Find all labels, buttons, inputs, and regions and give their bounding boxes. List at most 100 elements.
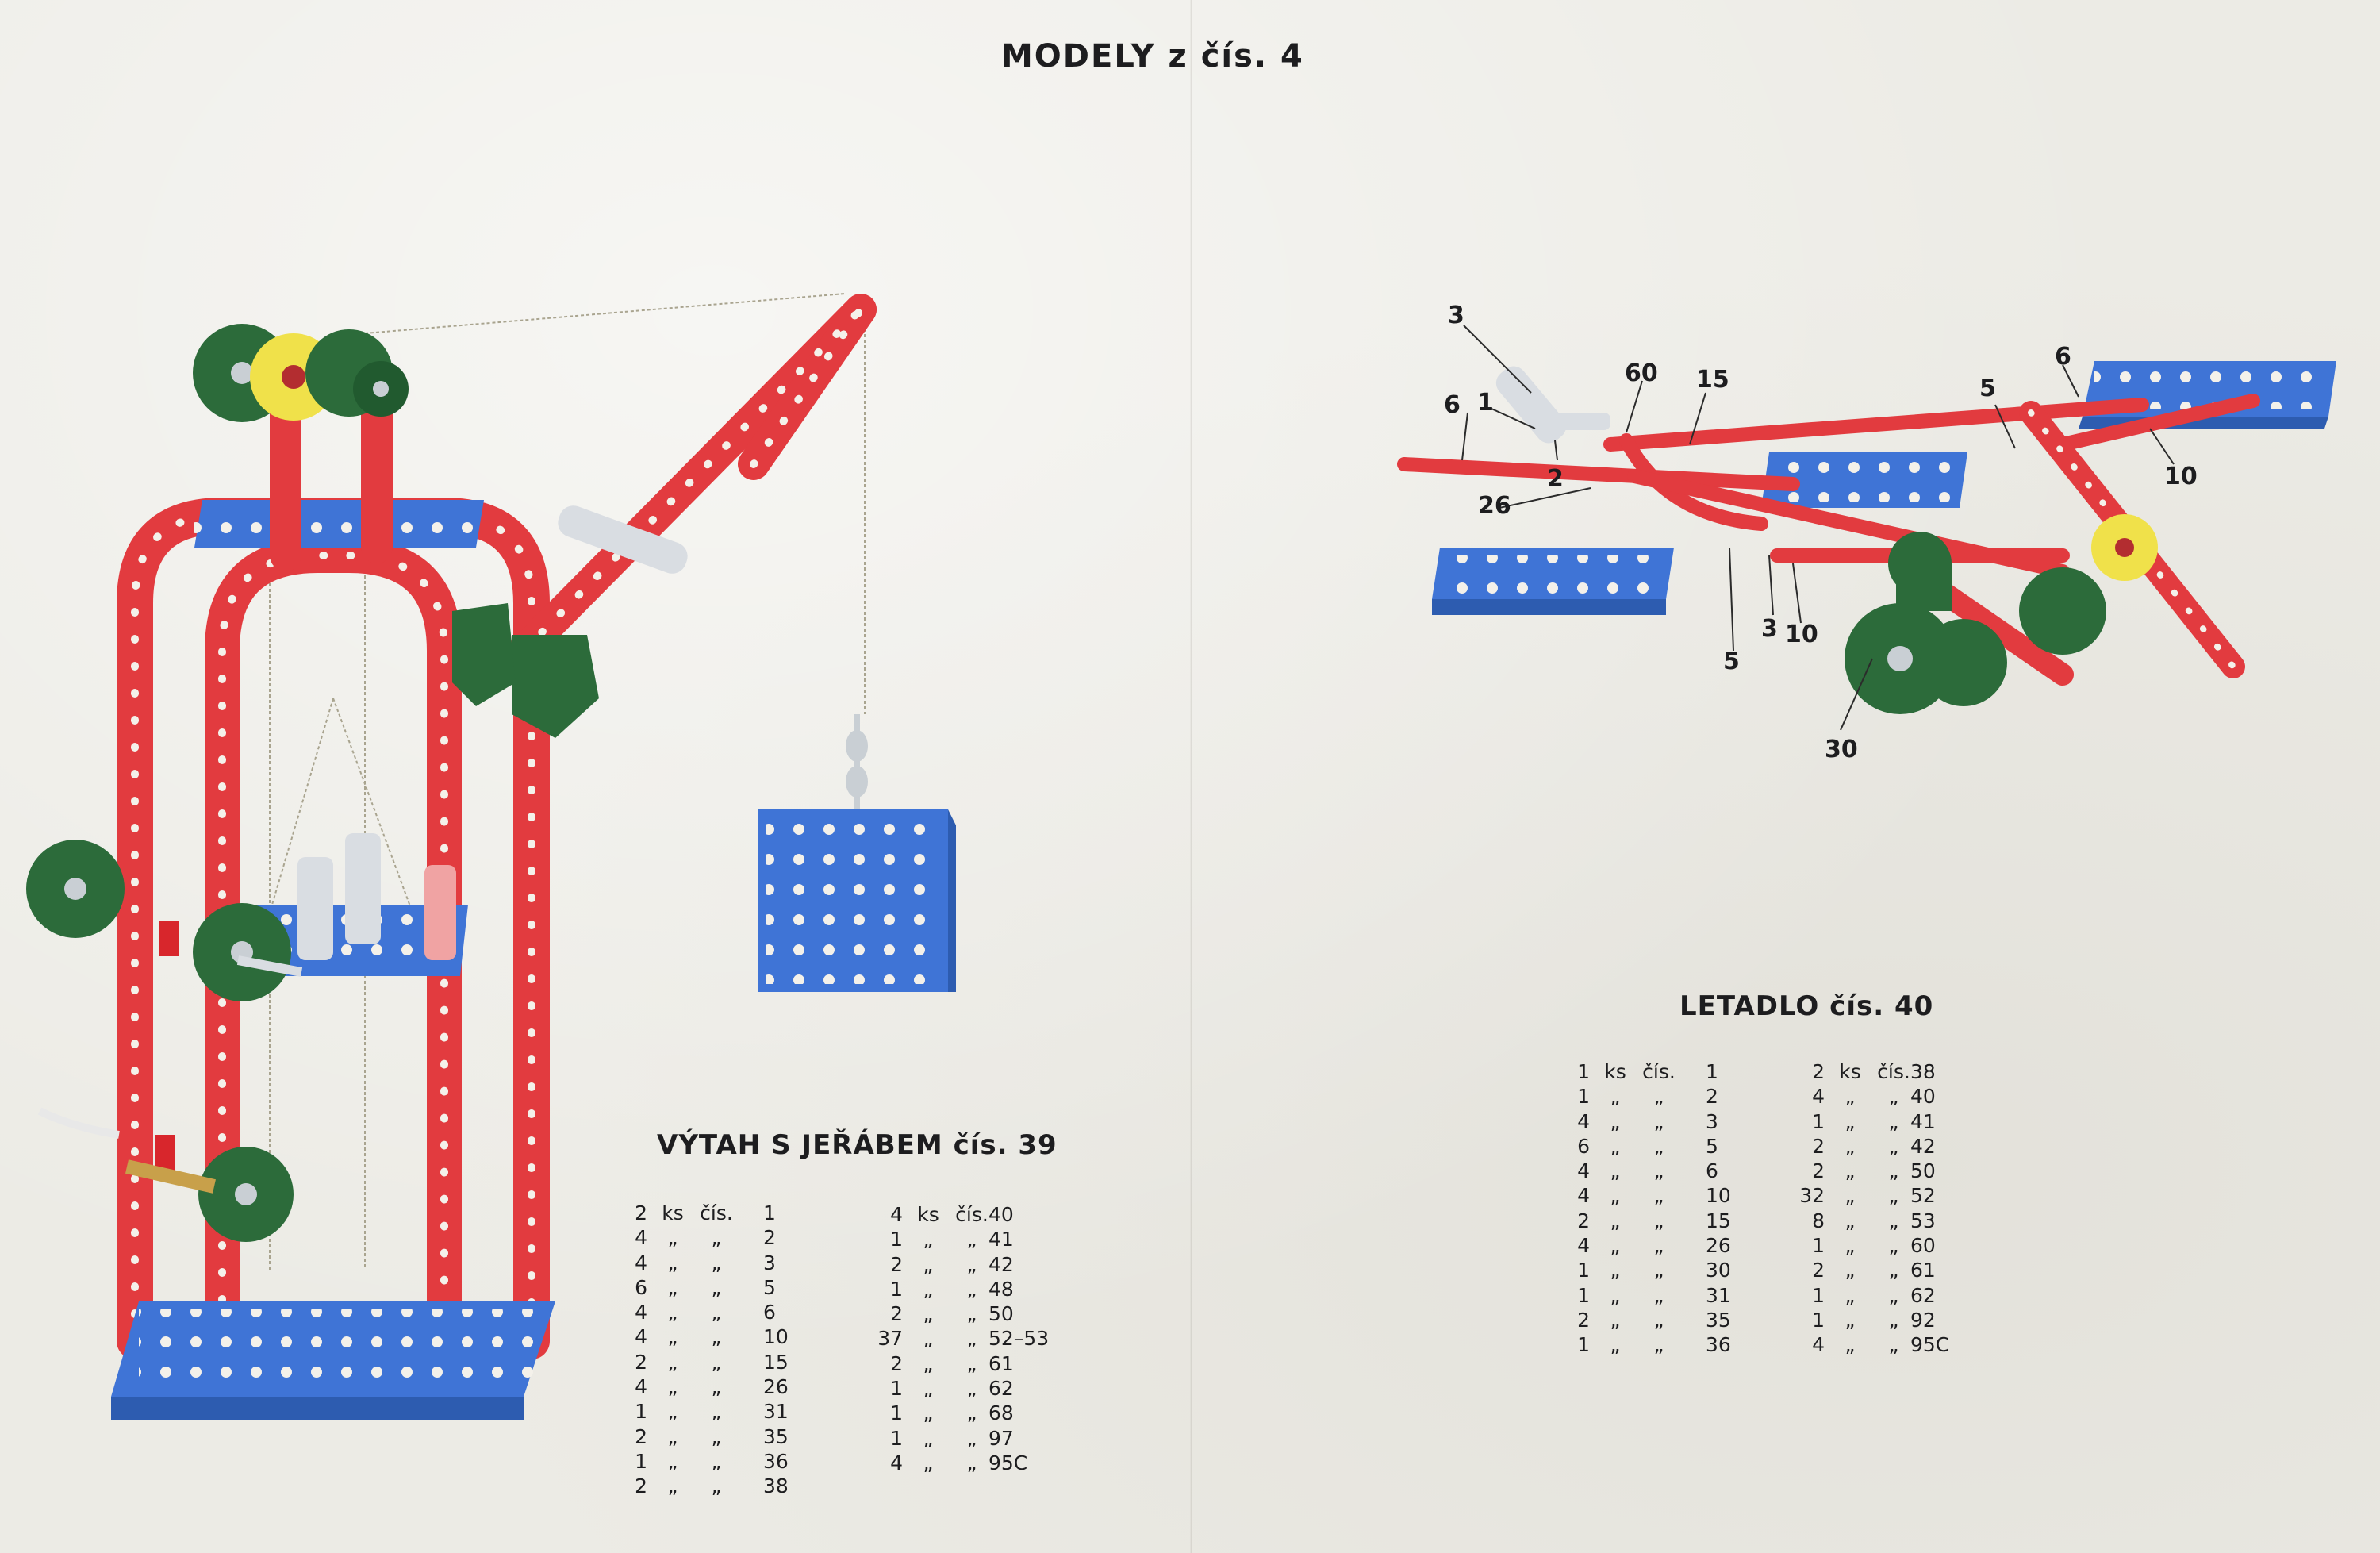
part-number: 95C: [988, 1451, 1028, 1474]
parts-row: 2„„50: [1791, 1159, 2006, 1183]
page-title: MODELY z čís. 4: [1001, 38, 1304, 75]
part-number-label: „: [711, 1251, 722, 1274]
callout-label: 10: [2164, 463, 2198, 490]
parts-row: 2„„61: [869, 1351, 1084, 1376]
part-quantity: 4: [890, 1451, 903, 1474]
part-unit: „: [1844, 1085, 1856, 1109]
part-number-label: čís.: [955, 1203, 988, 1226]
parts-row: 1„„31: [614, 1399, 820, 1424]
part-quantity: 4: [635, 1375, 647, 1399]
part-number-label: „: [1888, 1085, 1899, 1109]
part-unit: „: [667, 1375, 678, 1399]
part-number-label: „: [711, 1350, 722, 1374]
page-fold: [1190, 0, 1192, 1553]
part-number: 40: [1910, 1085, 1936, 1109]
part-number: 1: [763, 1201, 776, 1224]
part-unit: „: [923, 1277, 934, 1301]
part-number: 15: [1706, 1209, 1731, 1232]
part-number: 5: [763, 1275, 776, 1299]
part-quantity: 1: [890, 1277, 903, 1301]
part-number: 1: [1706, 1060, 1718, 1083]
part-number-label: „: [1653, 1184, 1664, 1208]
part-number: 6: [763, 1301, 776, 1324]
parts-row: 4„„6: [1557, 1159, 1763, 1183]
parts-row: 4„„2: [614, 1225, 820, 1250]
parts-row: 1„„97: [869, 1426, 1084, 1451]
part-number-label: „: [1888, 1209, 1899, 1232]
parts-row: 1„„62: [1791, 1283, 2006, 1308]
part-number-label: „: [1653, 1109, 1664, 1133]
part-number: 38: [763, 1474, 789, 1498]
parts-row: 4„„3: [614, 1251, 820, 1275]
part-number-label: „: [1653, 1085, 1664, 1109]
part-number-label: „: [1888, 1109, 1899, 1133]
part-quantity: 2: [890, 1302, 903, 1326]
parts-row: 1„„41: [1791, 1109, 2006, 1134]
callout-label: 10: [1785, 621, 1818, 648]
part-number: 2: [1706, 1085, 1718, 1109]
parts-row: 4„„95C: [1791, 1332, 2006, 1357]
parts-row: 6„„5: [614, 1275, 820, 1300]
parts-row: 1„„36: [1557, 1332, 1763, 1357]
part-unit: „: [923, 1228, 934, 1251]
part-number: 61: [988, 1351, 1014, 1375]
base-plate: [111, 1301, 555, 1420]
part-number: 35: [763, 1424, 789, 1448]
part-number-label: „: [1888, 1134, 1899, 1158]
part-quantity: 2: [890, 1252, 903, 1276]
part-number-label: čís.: [1877, 1060, 1910, 1083]
part-unit: ks: [1839, 1060, 1861, 1083]
part-quantity: 6: [635, 1275, 647, 1299]
part-unit: „: [923, 1451, 934, 1474]
part-quantity: 32: [1799, 1184, 1825, 1208]
part-unit: „: [1610, 1234, 1621, 1258]
parts-row: 4„„6: [614, 1300, 820, 1324]
part-number-label: „: [966, 1277, 977, 1301]
part-number-label: „: [1653, 1134, 1664, 1158]
part-number-label: „: [711, 1424, 722, 1448]
part-number: 35: [1706, 1308, 1731, 1332]
part-quantity: 6: [1577, 1134, 1590, 1158]
callout-label: 15: [1696, 366, 1729, 394]
parts-row: 2„„35: [1557, 1308, 1763, 1332]
part-unit: „: [1844, 1109, 1856, 1133]
part-unit: „: [1610, 1259, 1621, 1282]
part-number: 62: [988, 1377, 1014, 1401]
parts-row: 4„„10: [1557, 1183, 1763, 1208]
part-number: 40: [988, 1203, 1014, 1226]
part-quantity: 1: [890, 1401, 903, 1425]
callout-label: 30: [1825, 736, 1858, 763]
parts-row: 1„„62: [869, 1376, 1084, 1401]
side-wheels: [26, 840, 303, 1242]
part-number: 15: [763, 1350, 789, 1374]
part-quantity: 37: [877, 1327, 903, 1351]
part-number: 31: [1706, 1283, 1731, 1307]
callout-label: 26: [1478, 492, 1511, 520]
part-number-label: „: [711, 1375, 722, 1399]
part-number-label: „: [711, 1275, 722, 1299]
callout-label: 3: [1448, 302, 1464, 329]
part-unit: „: [923, 1252, 934, 1276]
part-quantity: 2: [1812, 1134, 1825, 1158]
part-number-label: „: [711, 1449, 722, 1473]
part-quantity: 4: [635, 1226, 647, 1250]
part-quantity: 2: [635, 1474, 647, 1498]
parts-row: 37„„52–53: [869, 1326, 1084, 1351]
part-number: 36: [1706, 1333, 1731, 1357]
part-quantity: 4: [1577, 1184, 1590, 1208]
part-quantity: 4: [1577, 1159, 1590, 1183]
part-quantity: 1: [890, 1426, 903, 1450]
part-number-label: „: [966, 1401, 977, 1425]
gusset-plate: [512, 635, 599, 738]
parts-row: 2„„50: [869, 1301, 1084, 1326]
parts-row: 2„„38: [614, 1474, 820, 1498]
part-number-label: „: [966, 1228, 977, 1251]
part-number-label: „: [1888, 1159, 1899, 1183]
part-number: 36: [763, 1449, 789, 1473]
part-number-label: „: [711, 1400, 722, 1424]
